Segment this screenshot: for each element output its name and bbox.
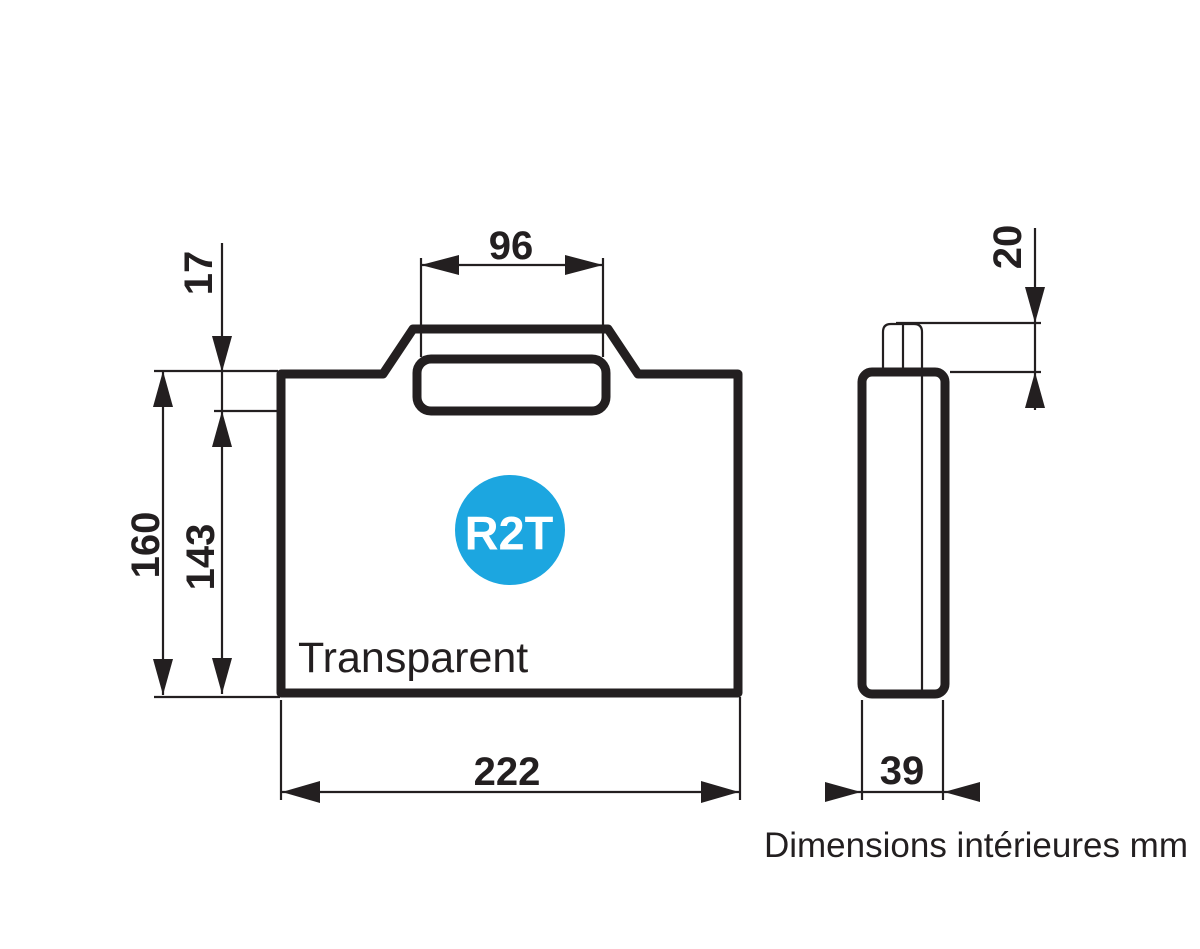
dim-depth: 39 [825, 700, 980, 802]
dim-value-143: 143 [179, 524, 223, 591]
arrowhead-right [565, 255, 603, 275]
arrowhead-right [825, 782, 861, 802]
dim-height: 160 [124, 369, 280, 699]
dim-value-222: 222 [474, 750, 541, 794]
dim-value-20: 20 [986, 225, 1030, 270]
dim-value-160: 160 [124, 512, 168, 579]
latch-handle [412, 354, 611, 416]
logo-text: R2T [465, 507, 554, 560]
arrowhead-down [212, 336, 232, 372]
dim-tab-height: 20 [896, 225, 1045, 410]
dim-value-17: 17 [177, 251, 221, 296]
caption: Dimensions intérieures mm [764, 826, 1188, 865]
arrowhead-left [282, 781, 320, 803]
dim-width: 222 [279, 697, 742, 803]
arrowhead-down [153, 659, 173, 695]
arrowhead-left [421, 255, 459, 275]
logo: R2T [455, 475, 565, 585]
logo-circle [455, 475, 565, 585]
arrowhead-down [212, 658, 232, 694]
arrowhead-up [153, 371, 173, 407]
side-view-outline [857, 367, 950, 699]
arrowhead-up [1025, 372, 1045, 408]
material-label: Transparent [298, 634, 528, 682]
arrowhead-left [944, 782, 980, 802]
side-view [857, 322, 950, 699]
dim-lid-and-inner-height: 17 143 [177, 243, 232, 694]
arrowhead-down [1025, 287, 1045, 323]
arrowhead-right [701, 781, 739, 803]
arrowhead-up [212, 411, 232, 447]
dim-value-39: 39 [880, 749, 925, 793]
dim-value-96: 96 [489, 224, 534, 268]
dim-handle-width: 96 [419, 224, 605, 357]
